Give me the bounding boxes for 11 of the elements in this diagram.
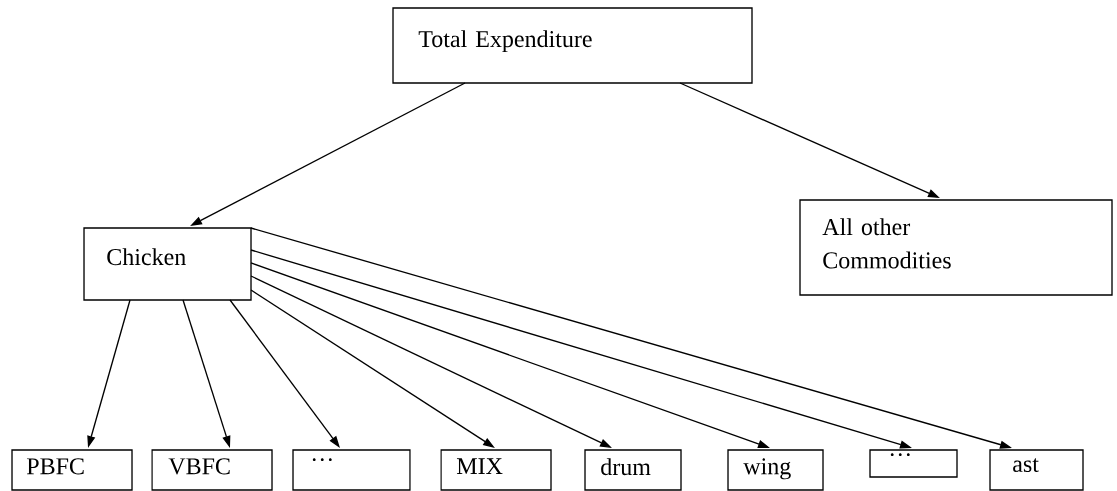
category-box: ast bbox=[989, 449, 1084, 491]
category-box: Total Expenditure bbox=[392, 7, 753, 84]
category-box: wing bbox=[727, 449, 824, 491]
category-box: Chicken bbox=[83, 227, 252, 301]
category-box: PBFC bbox=[11, 449, 133, 491]
category-box: drum bbox=[584, 449, 682, 491]
category-box: … bbox=[292, 449, 411, 491]
category-box: MIX bbox=[440, 449, 552, 491]
category-box: … bbox=[869, 449, 958, 478]
category-box: VBFC bbox=[151, 449, 273, 491]
category-box: All other Commodities bbox=[799, 199, 1113, 296]
